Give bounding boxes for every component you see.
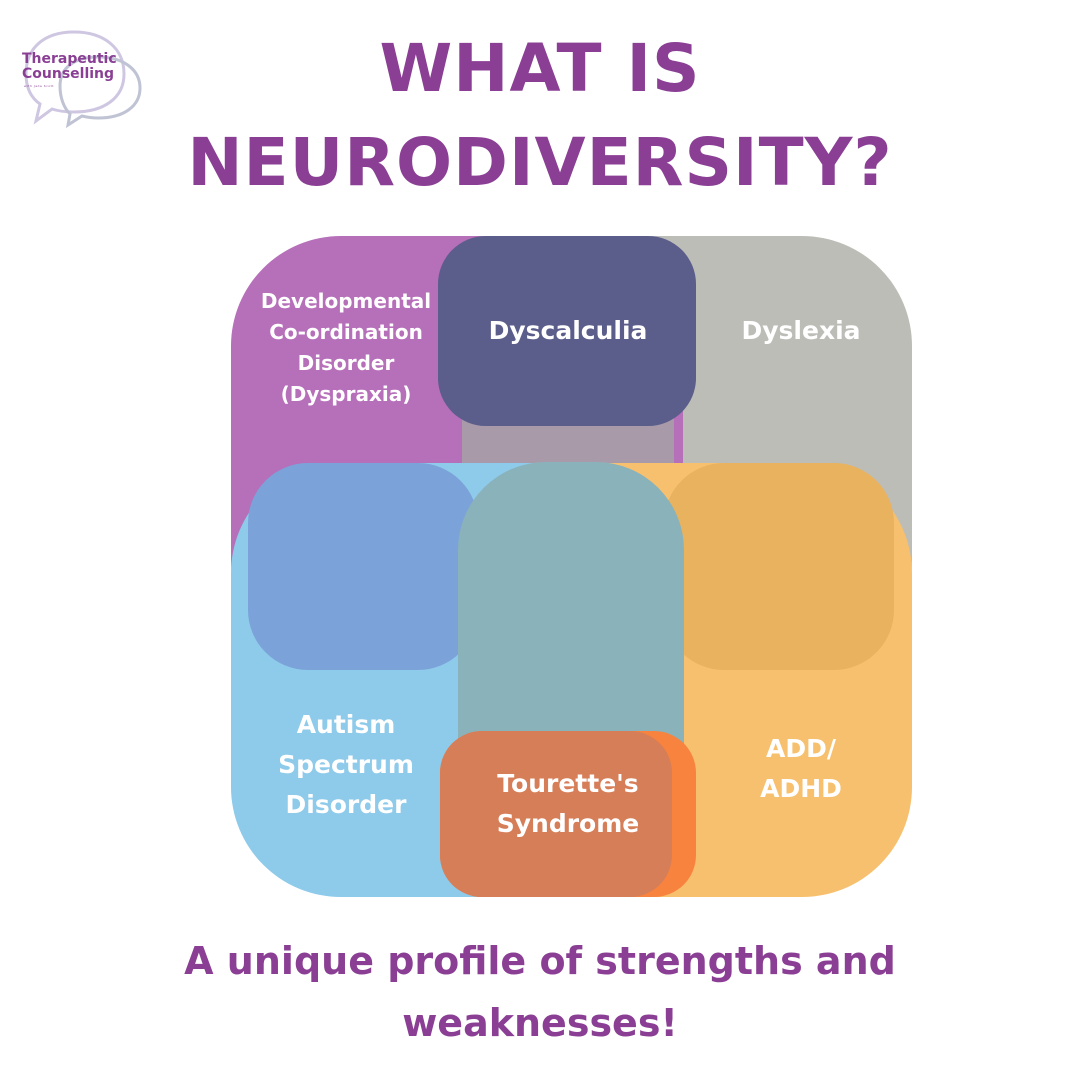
title-line-2: NEURODIVERSITY? (187, 124, 893, 201)
dyspraxia-label-line-4: (Dyspraxia) (280, 382, 412, 406)
dyslexia-label: Dyslexia (741, 316, 861, 345)
logo-wordmark: Therapeutic Counselling (22, 52, 117, 82)
adhd-label-line-1: ADD/ (766, 734, 836, 763)
dyspraxia-label-line-1: Developmental (260, 289, 432, 313)
speech-bubbles-icon (24, 30, 142, 129)
dyspraxia-label: Developmental Co-ordination Disorder (Dy… (246, 286, 446, 410)
logo-tagline: with Jade Scott (24, 84, 54, 88)
overlap-gold-region (664, 463, 894, 670)
autism-label-line-2: Spectrum (278, 750, 414, 779)
dyspraxia-label-line-3: Disorder (297, 351, 395, 375)
brand-logo: Therapeutic Counselling with Jade Scott (12, 24, 152, 134)
footer-line-1: A unique profile of strengths and (184, 939, 896, 983)
autism-label: Autism Spectrum Disorder (246, 705, 446, 825)
overlap-blue-region (248, 463, 478, 670)
tagline-footer: A unique profile of strengths and weakne… (0, 930, 1080, 1054)
footer-line-2: weaknesses! (402, 1001, 678, 1045)
tourettes-label: Tourette's Syndrome (448, 764, 688, 844)
logo-line-1: Therapeutic (22, 51, 117, 67)
logo-line-2: Counselling (22, 66, 115, 82)
autism-label-line-1: Autism (296, 710, 396, 739)
adhd-label-line-2: ADHD (760, 774, 842, 803)
dyspraxia-label-line-2: Co-ordination (269, 320, 423, 344)
title-line-1: WHAT IS (379, 30, 701, 107)
tourettes-label-line-1: Tourette's (497, 769, 639, 798)
tourettes-shape (440, 731, 672, 897)
dyscalculia-label: Dyscalculia (488, 316, 648, 345)
tourettes-label-line-2: Syndrome (496, 809, 640, 838)
adhd-label: ADD/ ADHD (700, 729, 902, 809)
page-title: WHAT IS NEURODIVERSITY? (0, 22, 1080, 210)
dyscalculia-shape (438, 236, 696, 426)
autism-label-line-3: Disorder (285, 790, 407, 819)
